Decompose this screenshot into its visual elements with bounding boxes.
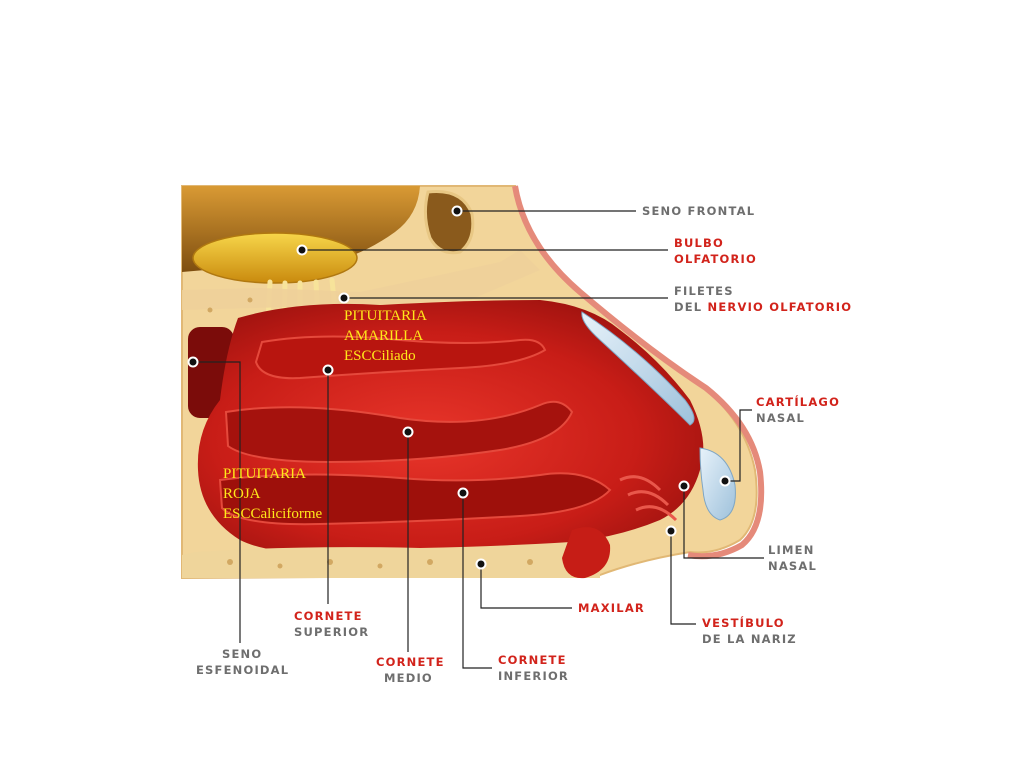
label-line: INFERIOR (498, 669, 569, 683)
upper-cartilage (581, 311, 695, 426)
label-nervio-olfatorio: NERVIO OLFATORIO (707, 300, 853, 314)
label-line: BULBO (674, 236, 724, 250)
vestibule-ridges (619, 475, 678, 522)
dot-bulbo (296, 244, 308, 256)
label-seno-esfenoidal: SENO ESFENOIDAL (196, 646, 289, 678)
leader-lines (193, 210, 764, 669)
label-maxilar: MAXILAR (578, 601, 645, 615)
label-line: MEDIO (384, 671, 433, 685)
label-line: OLFATORIO (674, 252, 757, 266)
dot-limen (678, 480, 690, 492)
label-bulbo-olfatorio: BULBO OLFATORIO (674, 235, 757, 267)
cribriform-bone (182, 250, 540, 310)
overlay-line: ROJA (223, 486, 261, 502)
skin-outline (512, 185, 765, 560)
leader-cartilago (725, 409, 752, 482)
dot-seno-esfenoidal (187, 356, 199, 368)
leader-maxilar (480, 564, 572, 609)
inferior-turbinate (218, 472, 612, 526)
maxillary-region (562, 527, 611, 579)
bone-pores (207, 297, 533, 569)
overlay-line: PITUITARIA (344, 308, 427, 324)
pointer-dots (187, 205, 731, 570)
leader-seno-esfenoidal (193, 361, 241, 643)
dot-cornete-superior (322, 364, 334, 376)
dot-cartilago (719, 475, 731, 487)
overlay-pituitaria-roja: PITUITARIA ROJA ESCCaliciforme (223, 464, 322, 524)
leader-limen (683, 486, 764, 559)
label-line: CARTÍLAGO (756, 395, 841, 409)
label-del: DEL (674, 300, 708, 314)
label-line: LIMEN (768, 543, 815, 557)
overlay-line: PITUITARIA (223, 466, 306, 482)
label-cornete-inferior: CORNETE INFERIOR (498, 652, 569, 684)
dot-maxilar (475, 558, 487, 570)
label-line: DEL NERVIO OLFATORIO (674, 299, 852, 315)
label-line: ESFENOIDAL (196, 663, 290, 677)
alar-cartilage (699, 447, 736, 521)
label-cartilago-nasal: CARTÍLAGO NASAL (756, 394, 840, 426)
overlay-line: AMARILLA (344, 328, 424, 344)
dot-filetes (338, 292, 350, 304)
label-line: CORNETE (376, 655, 445, 669)
dot-cornete-medio (402, 426, 414, 438)
label-seno-frontal: SENO FRONTAL (642, 204, 756, 218)
label-limen-nasal: LIMEN NASAL (768, 542, 817, 574)
label-cornete-superior: CORNETE SUPERIOR (294, 608, 369, 640)
overlay-line: ESCCaliciforme (223, 506, 323, 522)
label-line: NASAL (756, 411, 806, 425)
frontal-sinus (423, 189, 475, 255)
label-line: CORNETE (498, 653, 567, 667)
label-line: FILETES (674, 284, 734, 298)
label-line: NASAL (768, 559, 818, 573)
dot-vestibulo (665, 525, 677, 537)
dot-seno-frontal (451, 205, 463, 217)
dot-cornete-inferior (457, 487, 469, 499)
overlay-pituitaria-amarilla: PITUITARIA AMARILLA ESCCiliado (344, 306, 427, 366)
leader-vestibulo (670, 531, 696, 625)
middle-turbinate (224, 400, 574, 464)
palate-bone (182, 540, 600, 578)
overlay-line: ESCCiliado (344, 348, 416, 364)
label-line: DE LA NARIZ (702, 632, 797, 646)
label-line: CORNETE (294, 609, 363, 623)
label-cornete-medio: CORNETE MEDIO (376, 654, 445, 686)
label-vestibulo-nariz: VESTÍBULO DE LA NARIZ (702, 615, 797, 647)
olfactory-bulb (192, 232, 358, 284)
label-line: SUPERIOR (294, 625, 370, 639)
label-line: VESTÍBULO (702, 616, 785, 630)
label-filetes-nervio-olfatorio: FILETES DEL NERVIO OLFATORIO (674, 283, 852, 315)
label-line: SENO (222, 647, 263, 661)
leader-cornete-inferior (462, 493, 492, 669)
